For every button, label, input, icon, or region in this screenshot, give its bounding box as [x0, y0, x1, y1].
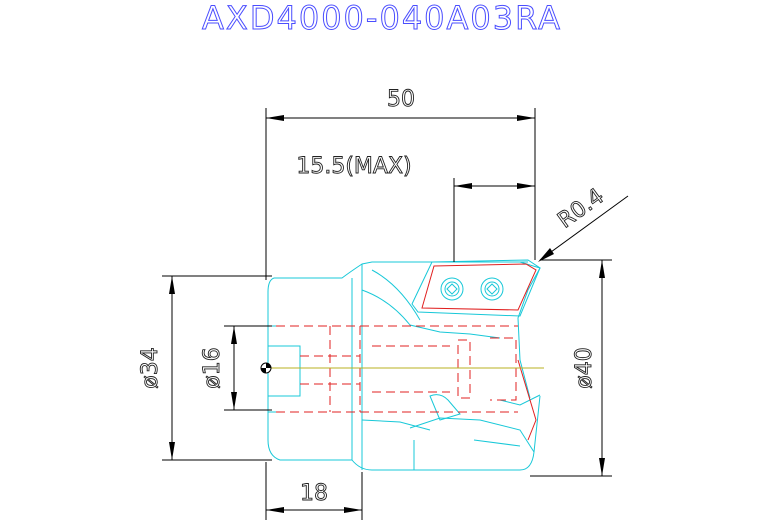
shank-diameter-label: ø34 — [138, 347, 163, 388]
dim-cutting-diameter: ø40 — [530, 259, 612, 477]
shank-length-label: 18 — [300, 481, 328, 506]
overall-length-label: 50 — [387, 87, 415, 112]
bore-diameter-label: ø16 — [200, 347, 225, 388]
dim-corner-radius: R0.4 — [538, 183, 629, 262]
dim-shank-length: 18 — [265, 462, 363, 520]
cutting-diameter-label: ø40 — [572, 347, 597, 388]
max-depth-label: 15.5(MAX) — [296, 154, 411, 179]
hidden-lines — [276, 325, 537, 441]
drawing-title: AXD4000-040A03RA — [202, 0, 562, 37]
dim-max-depth: 15.5(MAX) — [296, 154, 535, 262]
dim-overall-length: 50 — [265, 87, 536, 280]
dim-bore-diameter: ø16 — [200, 325, 272, 411]
corner-radius-label: R0.4 — [553, 184, 608, 234]
dim-shank-diameter: ø34 — [138, 275, 272, 461]
tool-outline — [267, 259, 541, 471]
